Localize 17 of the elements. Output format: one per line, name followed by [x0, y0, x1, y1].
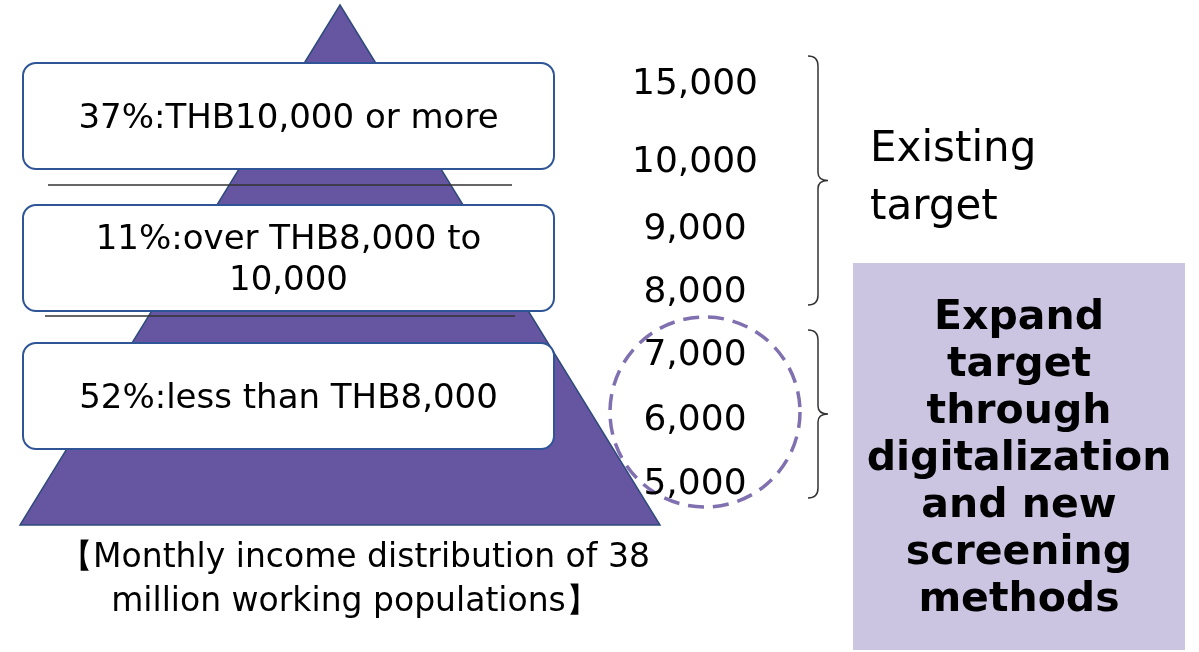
highlight-panel	[853, 263, 1185, 650]
value-label: 10,000	[631, 138, 759, 182]
value-label: 5,000	[642, 460, 748, 504]
value-label: 6,000	[642, 396, 748, 440]
tier-box	[22, 62, 555, 170]
value-label: 7,000	[642, 331, 748, 375]
node-text: Expand target through digitalization and new screening methods	[865, 291, 1173, 622]
tier-box	[22, 204, 555, 312]
node-text: 52%:less than THB8,000	[78, 375, 499, 417]
value-label: 15,000	[631, 60, 759, 104]
node-text: 11%:over THB8,000 to 10,000	[94, 217, 483, 299]
tier-box	[22, 342, 555, 450]
value-label: 8,000	[642, 268, 748, 312]
node-text: 37%:THB10,000 or more	[77, 95, 500, 137]
group-label: Existing target	[870, 121, 1038, 231]
caption: 【Monthly income distribution of 38 million working populations】	[59, 535, 651, 621]
value-label: 9,000	[642, 205, 748, 249]
